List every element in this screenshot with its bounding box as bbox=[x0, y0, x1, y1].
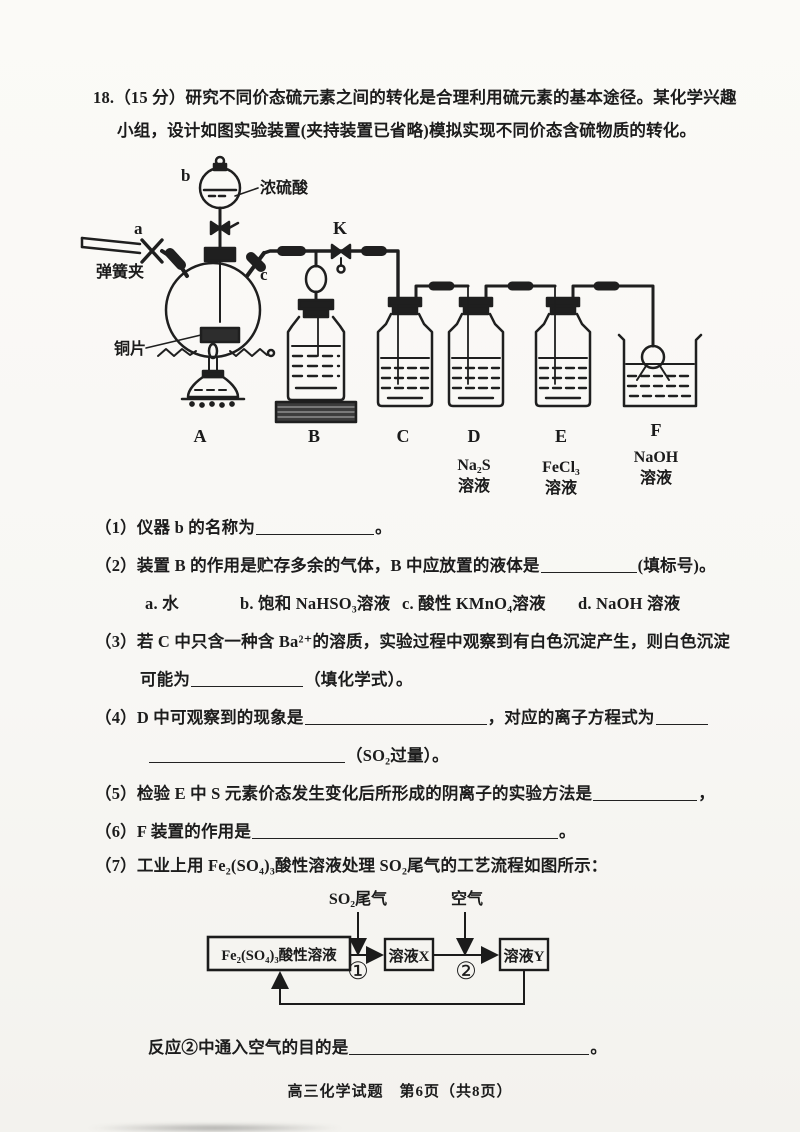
q2-option-b: b. 饱和 NaHSO₃溶液 bbox=[240, 594, 391, 613]
q1-text: （1）仪器 b 的名称为 bbox=[95, 518, 256, 537]
air-label: 空气 bbox=[451, 889, 483, 908]
conc-acid-pointer bbox=[234, 187, 259, 197]
alcohol-lamp-body bbox=[186, 375, 240, 399]
q7b-post: 。 bbox=[590, 1038, 608, 1057]
q3-post2: （填化学式）。 bbox=[304, 670, 413, 689]
answer-blank bbox=[191, 672, 304, 687]
lamp-flame bbox=[207, 342, 219, 360]
solution-e-formula: FeCl₃ bbox=[542, 459, 580, 476]
solution-f-word: 溶液 bbox=[640, 468, 673, 487]
b-bulb bbox=[304, 264, 328, 294]
solution-d-formula: Na₂S bbox=[457, 457, 490, 474]
question-18-intro-line2: 小组，设计如图实验装置(夹持装置已省略)模拟实现不同价态含硫物质的转化。 bbox=[117, 121, 697, 140]
answer-blank bbox=[593, 786, 698, 801]
answer-blank bbox=[655, 710, 708, 725]
bottle-c-body bbox=[376, 312, 434, 408]
label-a: a bbox=[134, 219, 143, 238]
copper-piece bbox=[199, 326, 241, 344]
bottle-d-body bbox=[447, 312, 505, 408]
label-k: K bbox=[333, 218, 347, 238]
sub-question-4-line2: （SO₂过量）。 bbox=[148, 742, 449, 766]
answer-blank bbox=[252, 824, 559, 839]
q2-option-c: c. 酸性 KMnO₄溶液 bbox=[402, 594, 546, 613]
q2-post: (填标号)。 bbox=[637, 556, 716, 575]
q5-post: ， bbox=[698, 784, 715, 803]
solution-e-word: 溶液 bbox=[545, 478, 578, 497]
copper-label: 铜片 bbox=[114, 339, 146, 358]
label-c: c bbox=[260, 265, 268, 284]
dropping-funnel-bulb bbox=[198, 166, 242, 210]
sub-question-2: （2）装置 B 的作用是贮存多余的气体，B 中应放置的液体是 (填标号)。 bbox=[95, 552, 716, 576]
stopcock-k bbox=[330, 243, 343, 260]
copper-pointer bbox=[145, 334, 202, 349]
sub-question-5: （5）检验 E 中 S 元素价态发生变化后所形成的阴离子的实验方法是 ， bbox=[95, 780, 715, 804]
spring-clamp-label: 弹簧夹 bbox=[96, 262, 144, 281]
answer-blank bbox=[304, 710, 487, 725]
answer-blank bbox=[349, 1040, 590, 1055]
funnel-stopcock bbox=[209, 220, 222, 236]
scan-artifact bbox=[85, 1124, 345, 1132]
beaker-f bbox=[617, 333, 703, 408]
step-2-badge: ② bbox=[455, 959, 477, 985]
bottle-b-body bbox=[286, 315, 346, 402]
q2-option-d: d. NaOH 溶液 bbox=[578, 594, 681, 613]
answer-blank bbox=[540, 558, 637, 573]
device-f-label: F bbox=[651, 420, 662, 440]
flow-box-fe2so43 bbox=[206, 935, 352, 972]
page-footer: 高三化学试题 第6页（共8页） bbox=[287, 1084, 513, 1100]
q6-pre: （6）F 装置的作用是 bbox=[95, 822, 252, 841]
sub-question-6: （6）F 装置的作用是 。 bbox=[95, 818, 576, 842]
q5-pre: （5）检验 E 中 S 元素价态发生变化后所形成的阴离子的实验方法是 bbox=[95, 784, 593, 803]
flow-box3-label: 溶液Y bbox=[504, 947, 545, 965]
device-a-label: A bbox=[194, 426, 207, 446]
flow-box2-label: 溶液X bbox=[389, 947, 430, 965]
q7b-pre: 反应②中通入空气的目的是 bbox=[148, 1038, 349, 1057]
bottle-b-cap bbox=[297, 298, 335, 311]
funnel-top-stopper bbox=[212, 162, 228, 172]
q4-pre: （4）D 中可观察到的现象是 bbox=[95, 708, 304, 727]
q3-pre2: 可能为 bbox=[140, 670, 191, 689]
q1-post: 。 bbox=[375, 518, 392, 537]
q6-post: 。 bbox=[559, 822, 576, 841]
sub-question-1: （1）仪器 b 的名称为 。 bbox=[95, 514, 392, 538]
solution-f-formula: NaOH bbox=[634, 449, 679, 466]
answer-blank bbox=[149, 748, 345, 763]
label-b: b bbox=[181, 166, 190, 185]
bottle-e-body bbox=[534, 312, 592, 408]
sub-question-4-line1: （4）D 中可观察到的现象是 ，对应的离子方程式为 bbox=[95, 704, 709, 728]
flask-center-stopper bbox=[203, 246, 237, 263]
question-18-intro-line1: 18.（15 分）研究不同价态硫元素之间的转化是合理利用硫元素的基本途径。某化学… bbox=[93, 88, 737, 107]
device-d-label: D bbox=[468, 426, 481, 446]
process-flow-diagram: SO₂尾气 空气 Fe₂(SO₄)₃酸性溶液 ① 溶液X ② 溶液Y bbox=[206, 889, 550, 1005]
right-neck-collar bbox=[246, 252, 266, 272]
sub-question-7: （7）工业上用 Fe₂(SO₄)₃酸性溶液处理 SO₂尾气的工艺流程如图所示： bbox=[95, 856, 608, 875]
step-1-badge: ① bbox=[347, 959, 369, 985]
q4-post2: （SO₂过量）。 bbox=[346, 746, 449, 765]
q2-option-a: a. 水 bbox=[145, 594, 179, 613]
sub-question-3-line1: （3）若 C 中只含一种含 Ba²⁺的溶质，实验过程中观察到有白色沉淀产生，则白… bbox=[95, 632, 731, 651]
device-b-label: B bbox=[308, 426, 320, 446]
sub-question-3-line2: 可能为 （填化学式）。 bbox=[140, 666, 413, 690]
conc-acid-label: 浓硫酸 bbox=[260, 178, 309, 197]
answer-blank bbox=[256, 520, 375, 535]
flame-squiggle-left bbox=[157, 348, 197, 357]
flame-squiggle-right bbox=[229, 348, 268, 357]
device-e-label: E bbox=[555, 426, 567, 446]
q4-mid: ，对应的离子方程式为 bbox=[487, 708, 655, 727]
solution-d-word: 溶液 bbox=[458, 476, 491, 495]
inverted-funnel-bulb bbox=[640, 344, 666, 370]
apparatus-diagram: b 浓硫酸 a 弹簧夹 c K 铜片 A B C D E F Na₂S 溶液 F… bbox=[80, 155, 703, 497]
q2-text: （2）装置 B 的作用是贮存多余的气体，B 中应放置的液体是 bbox=[95, 556, 540, 575]
flow-box1-label: Fe₂(SO₄)₃酸性溶液 bbox=[221, 946, 337, 964]
so2-tail-gas-label: SO₂尾气 bbox=[329, 889, 387, 908]
device-c-label: C bbox=[397, 426, 410, 446]
recycle-line bbox=[271, 970, 525, 1005]
sub-question-7b: 反应②中通入空气的目的是 。 bbox=[148, 1034, 607, 1058]
q2-options-row: a. 水 b. 饱和 NaHSO₃溶液 c. 酸性 KMnO₄溶液 d. NaO… bbox=[0, 590, 800, 614]
